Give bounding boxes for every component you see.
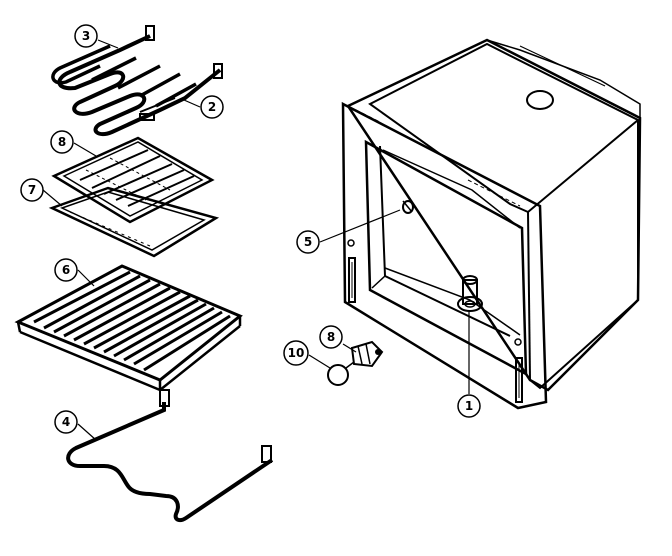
- callout-label: 10: [288, 346, 305, 360]
- callout-label: 8: [58, 135, 66, 149]
- callout-label: 1: [465, 399, 473, 413]
- bake-element-bracket-left: [159, 389, 170, 407]
- oven-rack: [14, 264, 243, 392]
- callout-label: 2: [208, 100, 216, 114]
- broiler-pan: [48, 186, 220, 258]
- callout-2: 2: [200, 95, 224, 119]
- oven-light-bulb: [327, 361, 355, 386]
- oven-cavity-fitting: [457, 275, 483, 312]
- callout-label: 5: [304, 235, 312, 249]
- callout-5: 5: [296, 230, 320, 254]
- oven-cavity: [341, 38, 642, 410]
- callout-label: 4: [62, 415, 70, 429]
- broil-element: [51, 25, 223, 137]
- callout-1: 1: [457, 394, 481, 418]
- callout-3: 3: [74, 24, 98, 48]
- callout-label: 8: [327, 330, 335, 344]
- callout-10: 10: [283, 340, 309, 366]
- bake-element-bracket-right: [261, 445, 272, 463]
- callout-8-upper: 8: [50, 130, 74, 154]
- callout-8-lower: 8: [319, 325, 343, 349]
- leader-lines: [42, 39, 470, 441]
- broil-element-bracket-left: [145, 25, 155, 41]
- callout-label: 7: [28, 183, 36, 197]
- callout-7: 7: [20, 178, 44, 202]
- bake-element: [66, 389, 274, 523]
- callout-4: 4: [54, 410, 78, 434]
- oven-light-socket: [350, 340, 384, 368]
- broil-element-bracket-right: [213, 63, 223, 79]
- callout-label: 3: [82, 29, 90, 43]
- rear-wall-fastener: [402, 200, 414, 214]
- vent-hole: [526, 90, 554, 110]
- callout-label: 6: [62, 263, 70, 277]
- callout-6: 6: [54, 258, 78, 282]
